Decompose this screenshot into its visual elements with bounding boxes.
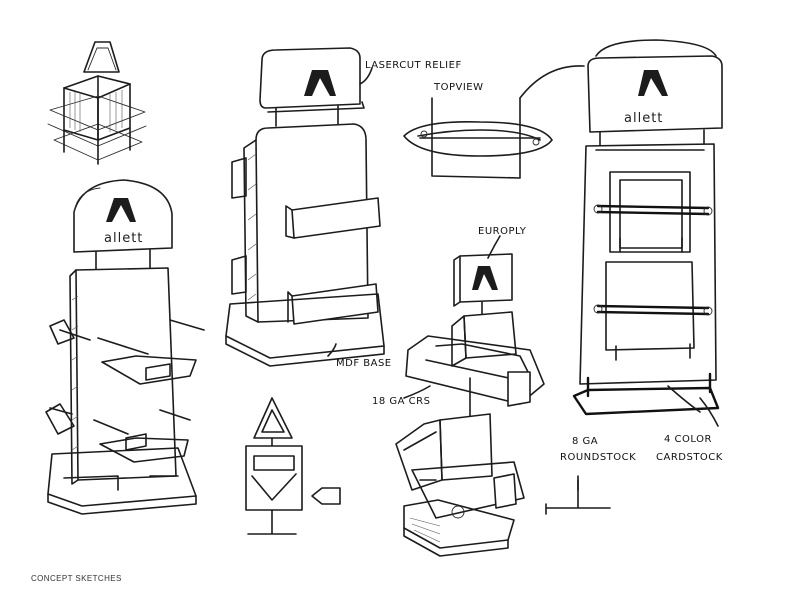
sketch-shelf-tower: allett [45, 179, 205, 515]
sketch-small-sign [245, 397, 341, 535]
label-top-view: TOPVIEW [434, 82, 484, 93]
sketch-top-view [403, 65, 585, 179]
label-europly: EUROPLY [478, 226, 527, 237]
sketch-europly-display [395, 253, 545, 557]
tower-logo-text: allett [104, 231, 143, 246]
label-laser-cut-relief: LASERCUT RELIEF [365, 60, 462, 71]
pointer-lines [327, 67, 719, 515]
rack-logo-text: allett [624, 111, 663, 126]
label-rod-stock-line1: 8 GA [572, 436, 599, 447]
sketch-box-display [225, 47, 385, 367]
sketch-small-tiered-display [47, 41, 147, 165]
page-caption: CONCEPT SKETCHES [31, 574, 122, 583]
sketch-cardstock-rack: allett [572, 39, 723, 416]
label-mdf-base: MDF BASE [336, 358, 392, 369]
label-rod-stock-line2: ROUNDSTOCK [560, 452, 637, 463]
label-ga-crs: 18 GA CRS [372, 396, 431, 407]
label-cardstock-line2: CARDSTOCK [656, 452, 723, 463]
label-cardstock-line1: 4 COLOR [664, 434, 712, 445]
